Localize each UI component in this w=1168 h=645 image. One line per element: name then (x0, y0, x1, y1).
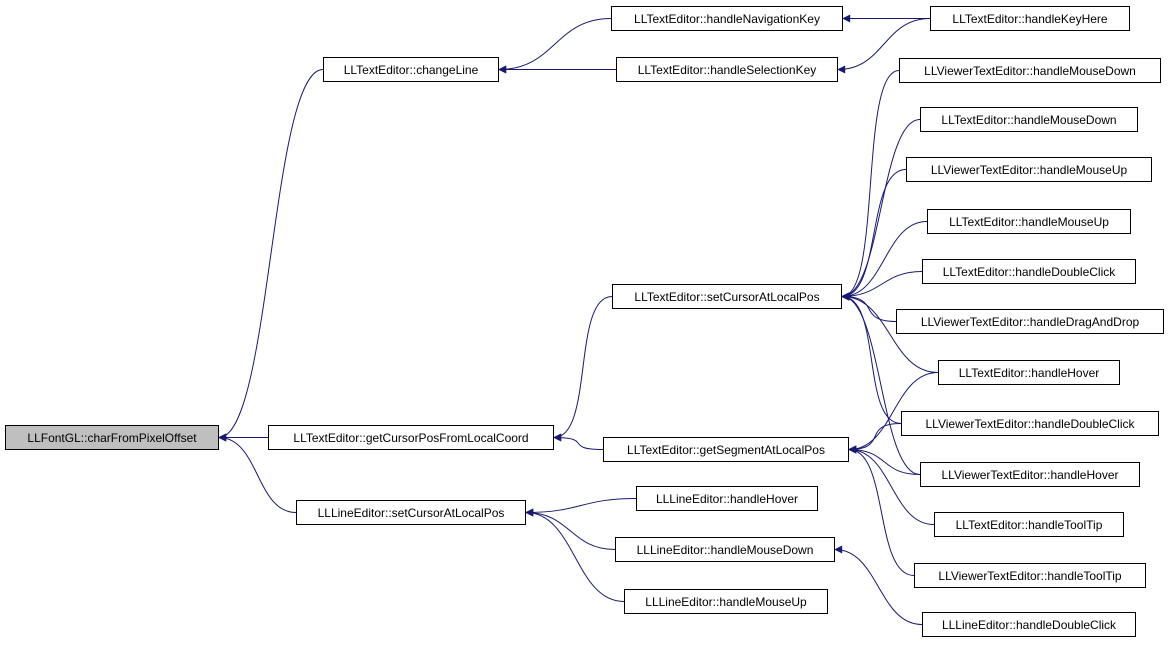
edge-handleNavigationKey-to-changeLine (498, 18, 612, 74)
edge-vteHandleDoubleClick-to-teSetCursorAtLocalPos (841, 292, 902, 424)
node-lllineeditor-handledoubleclick[interactable]: LLLineEditor::handleDoubleClick (922, 612, 1136, 637)
node-lltexteditor-handlenavigationkey[interactable]: LLTextEditor::handleNavigationKey (611, 6, 843, 31)
edge-teHandleHover-to-getSegmentAtLocalPos (848, 372, 939, 454)
node-llviewertexteditor-handledoubleclick[interactable]: LLViewerTextEditor::handleDoubleClick (901, 411, 1159, 436)
edge-lleHandleMouseUp-to-lleSetCursorAtLocalPos (525, 508, 625, 602)
edge-teHandleMouseUp-to-teSetCursorAtLocalPos (841, 221, 928, 301)
edge-teHandleMouseDown-to-teSetCursorAtLocalPos (841, 119, 921, 301)
node-lltexteditor-handletooltip[interactable]: LLTextEditor::handleToolTip (934, 512, 1124, 537)
edge-vteHandleDragAndDrop-to-teSetCursorAtLocalPos (841, 292, 897, 322)
edge-vteHandleMouseDown-to-teSetCursorAtLocalPos (841, 70, 900, 301)
edge-vteHandleDoubleClick-to-getSegmentAtLocalPos (848, 423, 902, 454)
node-llviewertexteditor-handlemousedown[interactable]: LLViewerTextEditor::handleMouseDown (899, 58, 1161, 83)
edge-getSegmentAtLocalPos-to-getCursorPosFromLocalCoord (553, 433, 604, 450)
edge-handleKeyHere-to-handleSelectionKey (837, 18, 931, 74)
edge-vteHandleHover-to-teSetCursorAtLocalPos (841, 292, 921, 475)
edge-vteHandleMouseUp-to-teSetCursorAtLocalPos (841, 169, 907, 301)
edge-teHandleDoubleClick-to-teSetCursorAtLocalPos (841, 271, 923, 301)
node-llviewertexteditor-handlemouseup[interactable]: LLViewerTextEditor::handleMouseUp (906, 157, 1152, 182)
node-lltexteditor-handleselectionkey[interactable]: LLTextEditor::handleSelectionKey (616, 57, 838, 82)
edge-vteHandleToolTip-to-getSegmentAtLocalPos (848, 445, 915, 576)
node-lltexteditor-setcursoratlocalpos[interactable]: LLTextEditor::setCursorAtLocalPos (612, 284, 842, 309)
edge-lleHandleDoubleClick-to-lleHandleMouseDown (834, 545, 923, 625)
node-lllineeditor-handlemousedown[interactable]: LLLineEditor::handleMouseDown (615, 537, 835, 562)
node-lltexteditor-getcursorposfromlocalcoord[interactable]: LLTextEditor::getCursorPosFromLocalCoord (268, 425, 554, 450)
edge-changeLine-to-charFromPixelOffset (218, 69, 324, 442)
node-llfontgl-charfrompixeloffset[interactable]: LLFontGL::charFromPixelOffset (5, 425, 219, 450)
edge-lleHandleMouseDown-to-lleSetCursorAtLocalPos (525, 508, 616, 550)
node-llviewertexteditor-handletooltip[interactable]: LLViewerTextEditor::handleToolTip (914, 563, 1146, 588)
node-lltexteditor-handlehover[interactable]: LLTextEditor::handleHover (938, 360, 1120, 385)
node-lllineeditor-handlemouseup[interactable]: LLLineEditor::handleMouseUp (624, 589, 828, 614)
node-lltexteditor-handlemousedown[interactable]: LLTextEditor::handleMouseDown (920, 107, 1138, 132)
node-lltexteditor-handlemouseup[interactable]: LLTextEditor::handleMouseUp (927, 209, 1131, 234)
edge-teHandleHover-to-teSetCursorAtLocalPos (841, 292, 939, 373)
node-lltexteditor-handledoubleclick[interactable]: LLTextEditor::handleDoubleClick (922, 259, 1136, 284)
node-lltexteditor-changeline[interactable]: LLTextEditor::changeLine (323, 57, 499, 82)
edge-lleSetCursorAtLocalPos-to-charFromPixelOffset (218, 433, 297, 513)
node-lltexteditor-handlekeyhere[interactable]: LLTextEditor::handleKeyHere (930, 6, 1130, 31)
node-lllineeditor-setcursoratlocalpos[interactable]: LLLineEditor::setCursorAtLocalPos (296, 500, 526, 525)
node-lllineeditor-handlehover[interactable]: LLLineEditor::handleHover (636, 486, 818, 511)
node-llviewertexteditor-handledraganddrop[interactable]: LLViewerTextEditor::handleDragAndDrop (896, 309, 1164, 334)
edge-vteHandleHover-to-getSegmentAtLocalPos (848, 445, 921, 475)
edge-teHandleToolTip-to-getSegmentAtLocalPos (848, 445, 935, 525)
node-lltexteditor-getsegmentatlocalpos[interactable]: LLTextEditor::getSegmentAtLocalPos (603, 437, 849, 462)
node-llviewertexteditor-handlehover[interactable]: LLViewerTextEditor::handleHover (920, 462, 1140, 487)
edge-teSetCursorAtLocalPos-to-getCursorPosFromLocalCoord (553, 296, 613, 442)
edge-lleHandleHover-to-lleSetCursorAtLocalPos (525, 498, 637, 517)
